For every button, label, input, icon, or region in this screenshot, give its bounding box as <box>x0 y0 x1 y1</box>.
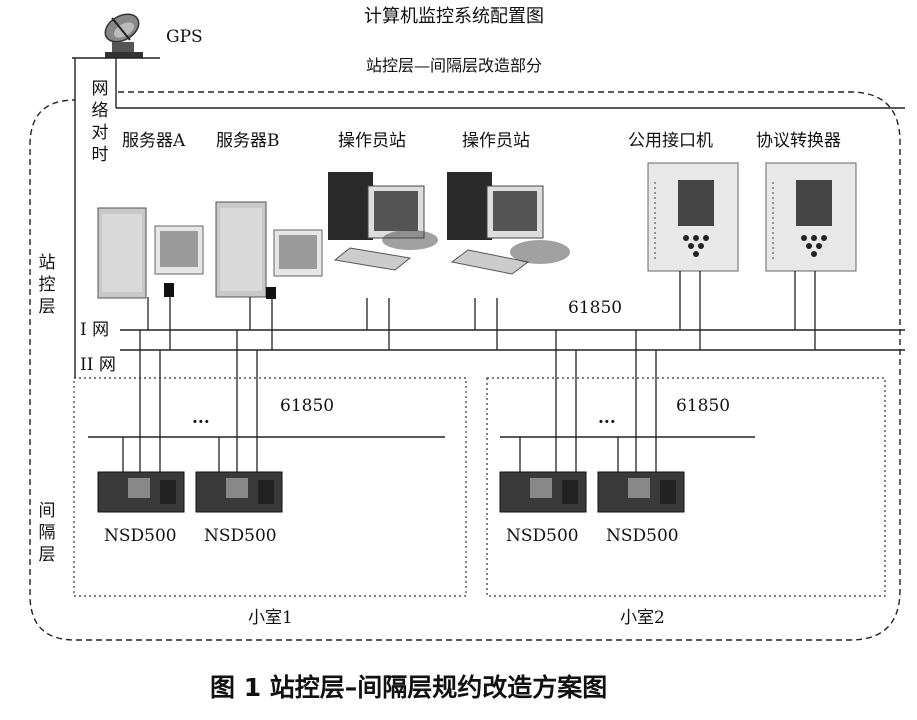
operator-station-2-icon <box>447 172 570 275</box>
net1-label: I 网 <box>80 320 110 340</box>
gps-dish-icon <box>104 13 143 58</box>
room2-box <box>486 377 886 597</box>
ellipsis-room1: ... <box>192 408 210 428</box>
operator-station-2-label: 操作员站 <box>462 131 530 151</box>
bay-layer-label: 间隔层 <box>38 501 56 565</box>
station-connections <box>147 271 816 350</box>
nsd500-device-4-icon <box>597 471 685 513</box>
nsd500-device-3-label: NSD500 <box>506 526 579 546</box>
time-sync-label: 网络对时 <box>91 79 109 165</box>
gps-label: GPS <box>166 27 203 47</box>
nsd500-device-1-label: NSD500 <box>104 526 177 546</box>
nsd500-device-2-label: NSD500 <box>204 526 277 546</box>
room1-label: 小室1 <box>248 608 293 628</box>
station-layer-label: 站控层 <box>38 253 56 317</box>
server-a-icon <box>97 207 204 299</box>
nsd500-device-3-icon <box>499 471 587 513</box>
protocol-converter-icon <box>765 162 857 272</box>
public-interface-icon <box>647 162 739 272</box>
public-interface-label: 公用接口机 <box>628 131 713 151</box>
protocol-room2-label: 61850 <box>676 396 731 416</box>
net2-label: II 网 <box>80 355 116 375</box>
server-a-label: 服务器A <box>122 131 186 151</box>
protocol-room1-label: 61850 <box>280 396 335 416</box>
protocol-converter-label: 协议转换器 <box>756 131 841 151</box>
room2-label: 小室2 <box>620 608 665 628</box>
system-boundary <box>29 91 901 641</box>
diagram-subtitle: 站控层—间隔层改造部分 <box>366 56 543 75</box>
server-b-icon <box>215 201 323 299</box>
room1-box <box>73 377 467 597</box>
diagram-title: 计算机监控系统配置图 <box>364 6 544 27</box>
figure-caption: 图 1 站控层–间隔层规约改造方案图 <box>210 673 608 702</box>
server-b-label: 服务器B <box>216 131 280 151</box>
operator-station-1-label: 操作员站 <box>338 131 406 151</box>
nsd500-device-2-icon <box>195 471 283 513</box>
ellipsis-room2: ... <box>598 408 616 428</box>
operator-station-1-icon <box>328 172 438 271</box>
bay-uplinks <box>122 330 657 472</box>
protocol-top-label: 61850 <box>568 298 623 318</box>
nsd500-device-4-label: NSD500 <box>606 526 679 546</box>
nsd500-device-1-icon <box>97 471 185 513</box>
